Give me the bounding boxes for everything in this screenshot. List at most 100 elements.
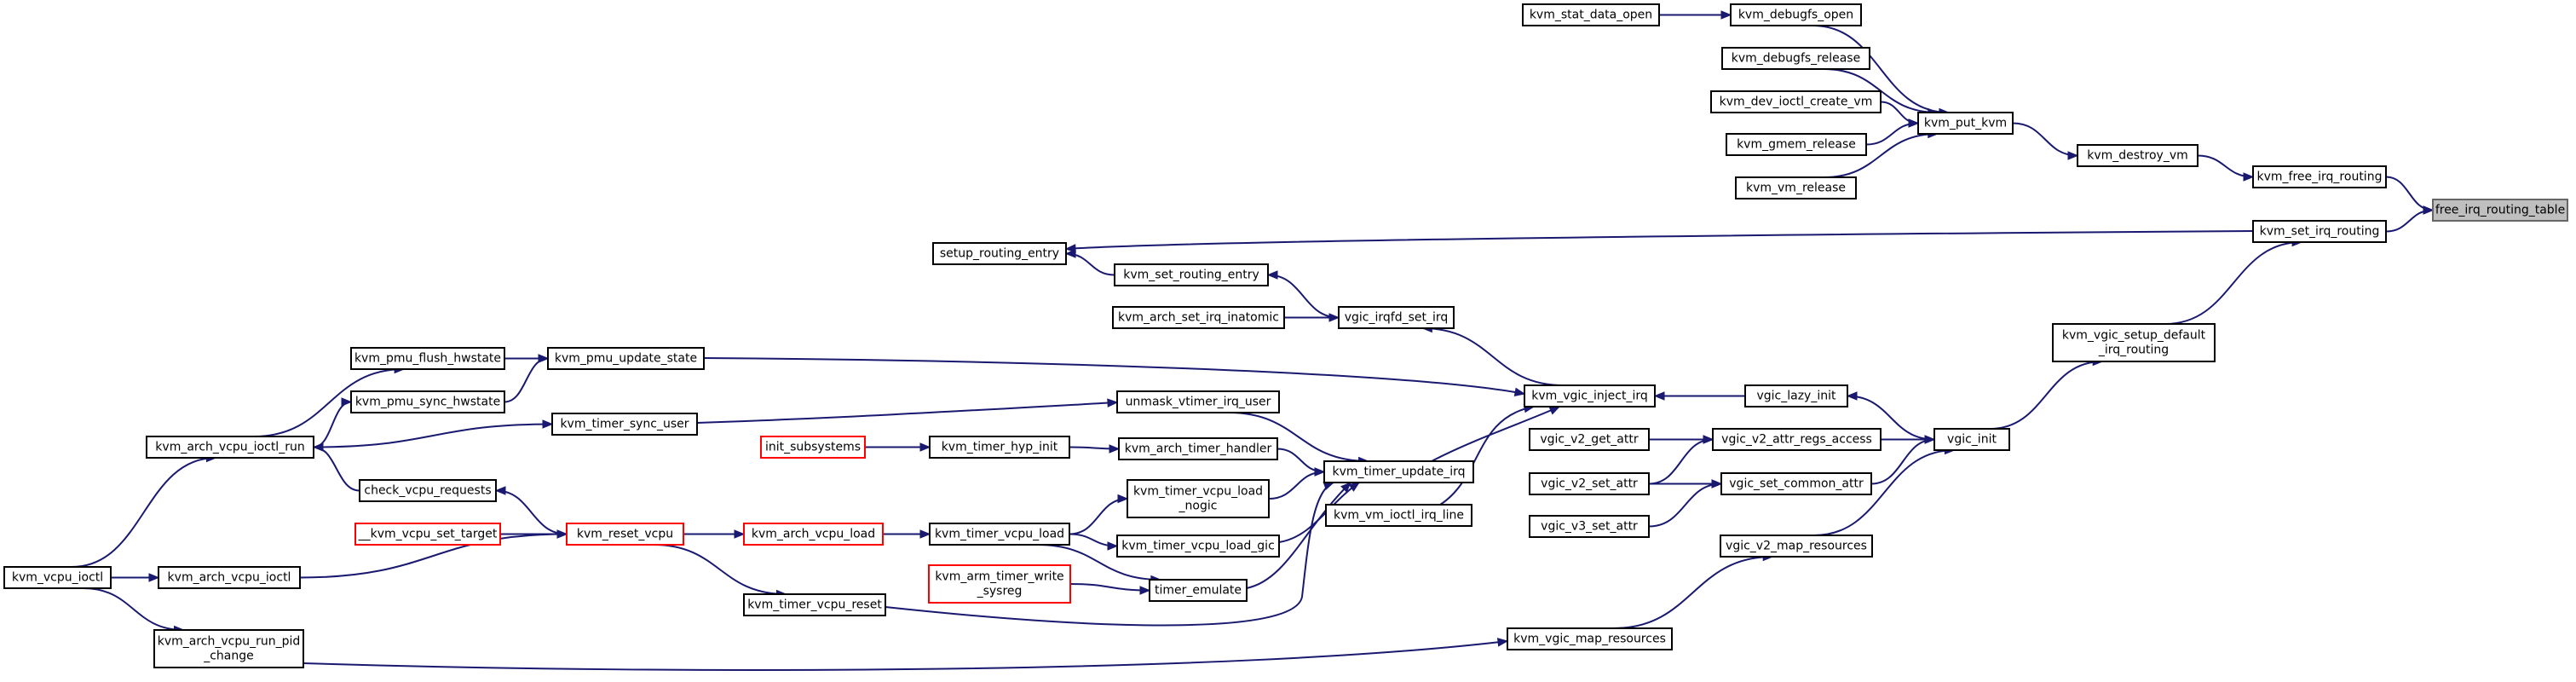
node-kvm-reset-vcpu[interactable]: kvm_reset_vcpu: [566, 523, 684, 546]
node-kvm-pmu-update-state[interactable]: kvm_pmu_update_state: [547, 347, 705, 370]
call-edge: [2164, 237, 2303, 325]
edge-line: [299, 533, 568, 579]
call-edge: [2197, 154, 2255, 182]
node-label: vgic_set_common_attr: [1729, 477, 1864, 491]
node-timer-emulate[interactable]: timer_emulate: [1149, 579, 1248, 602]
node-box: [1726, 133, 1867, 156]
node-label: kvm_put_kvm: [1924, 117, 2007, 130]
node-vgic-lazy-init[interactable]: vgic_lazy_init: [1744, 384, 1848, 407]
node-kvm-timer-hyp-init[interactable]: kvm_timer_hyp_init: [929, 436, 1070, 459]
call-edge: [1064, 230, 2254, 253]
node-init-subsystems[interactable]: init_subsystems: [760, 436, 866, 459]
node-setup-routing-entry[interactable]: setup_routing_entry: [932, 242, 1067, 265]
node-vgic-set-common-attr[interactable]: vgic_set_common_attr: [1720, 472, 1872, 495]
node-box: [1721, 47, 1870, 70]
node-box: [359, 479, 497, 502]
node-kvm-arch-vcpu-run-pid-change[interactable]: kvm_arch_vcpu_run_pid_change: [153, 629, 304, 668]
node-kvm-arch-vcpu-ioctl[interactable]: kvm_arch_vcpu_ioctl: [158, 566, 301, 589]
node-kvm-vgic-map-resources[interactable]: kvm_vgic_map_resources: [1507, 627, 1673, 650]
node-unmask-vtimer-irq-user[interactable]: unmask_vtimer_irq_user: [1116, 390, 1280, 413]
node-kvm-arch-timer-handler[interactable]: kvm_arch_timer_handler: [1118, 437, 1278, 460]
node-kvm-arch-set-irq-inatomic[interactable]: kvm_arch_set_irq_inatomic: [1112, 306, 1285, 329]
call-edge: [1431, 406, 1561, 462]
node-kvm-timer-sync-user[interactable]: kvm_timer_sync_user: [551, 413, 698, 436]
node-kvm-set-irq-routing[interactable]: kvm_set_irq_routing: [2252, 220, 2387, 243]
node---kvm-vcpu-set-target[interactable]: __kvm_vcpu_set_target: [354, 523, 501, 546]
node-box: [1116, 535, 1280, 558]
call-edge: [1069, 494, 1129, 535]
edge-arrowhead: [1653, 391, 1665, 401]
edge-arrowhead: [1314, 467, 1326, 477]
call-edge: [1648, 479, 1723, 528]
edge-arrowhead: [734, 529, 746, 539]
node-label: kvm_timer_sync_user: [560, 418, 689, 431]
node-vgic-init[interactable]: vgic_init: [1933, 428, 2010, 451]
node-vgic-v2-set-attr[interactable]: vgic_v2_set_attr: [1529, 472, 1650, 495]
call-edge: [110, 573, 160, 582]
node-kvm-vgic-setup-default-irq-routing[interactable]: kvm_vgic_setup_default_irq_routing: [2052, 323, 2216, 362]
node-box: [547, 347, 705, 370]
node-kvm-stat-data-open[interactable]: kvm_stat_data_open: [1522, 3, 1660, 26]
node-kvm-pmu-flush-hwstate[interactable]: kvm_pmu_flush_hwstate: [350, 347, 505, 370]
node-kvm-set-routing-entry[interactable]: kvm_set_routing_entry: [1114, 263, 1269, 286]
node-kvm-vgic-inject-irq[interactable]: kvm_vgic_inject_irq: [1524, 384, 1656, 407]
node-kvm-timer-vcpu-load-nogic[interactable]: kvm_timer_vcpu_load_nogic: [1127, 479, 1270, 518]
node-vgic-v2-map-resources[interactable]: vgic_v2_map_resources: [1720, 535, 1873, 558]
node-kvm-dev-ioctl-create-vm[interactable]: kvm_dev_ioctl_create_vm: [1710, 90, 1882, 113]
node-box: [3, 566, 112, 589]
node-kvm-destroy-vm[interactable]: kvm_destroy_vm: [2077, 144, 2199, 167]
node-label: vgic_v3_set_attr: [1541, 520, 1638, 534]
node-kvm-put-kvm[interactable]: kvm_put_kvm: [1917, 112, 2014, 135]
node-box: [1744, 384, 1848, 407]
node-kvm-timer-vcpu-reset[interactable]: kvm_timer_vcpu_reset: [743, 593, 886, 616]
node-label: vgic_v2_map_resources: [1726, 540, 1867, 553]
node-box: [2252, 220, 2387, 243]
node-check-vcpu-requests[interactable]: check_vcpu_requests: [359, 479, 497, 502]
node-label: init_subsystems: [765, 441, 861, 454]
node-label-line: _nogic: [1179, 500, 1218, 513]
edge-line: [654, 544, 787, 595]
call-edge: [1659, 10, 1732, 20]
node-box: [1325, 504, 1472, 527]
node-vgic-v2-get-attr[interactable]: vgic_v2_get_attr: [1529, 428, 1650, 451]
edge-line: [885, 482, 1334, 627]
edge-arrowhead: [2423, 205, 2435, 215]
node-label: kvm_stat_data_open: [1530, 9, 1652, 22]
node-label: check_vcpu_requests: [364, 484, 491, 498]
node-kvm-arm-timer-write-sysreg[interactable]: kvm_arm_timer_write_sysreg: [928, 564, 1071, 604]
node-kvm-vcpu-ioctl[interactable]: kvm_vcpu_ioctl: [3, 566, 112, 589]
node-kvm-arch-vcpu-load[interactable]: kvm_arch_vcpu_load: [743, 523, 884, 546]
edge-arrowhead: [1703, 435, 1714, 444]
node-label-line: kvm_timer_vcpu_load: [1133, 485, 1263, 499]
node-kvm-gmem-release[interactable]: kvm_gmem_release: [1726, 133, 1867, 156]
node-label: kvm_timer_vcpu_reset: [747, 598, 882, 612]
edge-line: [1065, 230, 2254, 250]
node-box: [929, 436, 1070, 459]
edge-line: [504, 357, 549, 403]
node-kvm-debugfs-open[interactable]: kvm_debugfs_open: [1730, 3, 1862, 26]
node-vgic-irqfd-set-irq[interactable]: vgic_irqfd_set_irq: [1338, 306, 1455, 329]
call-edge: [303, 638, 1509, 671]
node-kvm-timer-update-irq[interactable]: kvm_timer_update_irq: [1323, 460, 1474, 483]
node-free-irq-routing-table[interactable]: free_irq_routing_table: [2432, 199, 2568, 222]
node-kvm-free-irq-routing[interactable]: kvm_free_irq_routing: [2252, 165, 2387, 188]
node-vgic-v2-attr-regs-access[interactable]: vgic_v2_attr_regs_access: [1712, 428, 1882, 451]
node-box: [1720, 535, 1873, 558]
node-label: vgic_v2_get_attr: [1540, 433, 1638, 447]
call-edge: [882, 529, 931, 539]
node-kvm-vm-ioctl-irq-line[interactable]: kvm_vm_ioctl_irq_line: [1325, 504, 1472, 527]
node-kvm-pmu-sync-hwstate[interactable]: kvm_pmu_sync_hwstate: [350, 390, 505, 413]
node-kvm-vm-release[interactable]: kvm_vm_release: [1735, 176, 1857, 199]
edge-line: [1812, 25, 1949, 113]
edges-layer: [72, 10, 2435, 671]
node-kvm-debugfs-release[interactable]: kvm_debugfs_release: [1721, 47, 1870, 70]
node-vgic-v3-set-attr[interactable]: vgic_v3_set_attr: [1529, 515, 1650, 538]
node-kvm-timer-vcpu-load[interactable]: kvm_timer_vcpu_load: [929, 523, 1070, 546]
node-kvm-arch-vcpu-ioctl-run[interactable]: kvm_arch_vcpu_ioctl_run: [146, 436, 314, 459]
node-kvm-timer-vcpu-load-gic[interactable]: kvm_timer_vcpu_load_gic: [1116, 535, 1280, 558]
nodes-layer: free_irq_routing_table kvm_free_irq_routi…: [3, 3, 2568, 668]
edge-arrowhead: [1720, 10, 1732, 20]
node-label: kvm_arch_timer_handler: [1125, 442, 1272, 456]
call-edge: [313, 419, 554, 448]
node-box: [2252, 165, 2387, 188]
